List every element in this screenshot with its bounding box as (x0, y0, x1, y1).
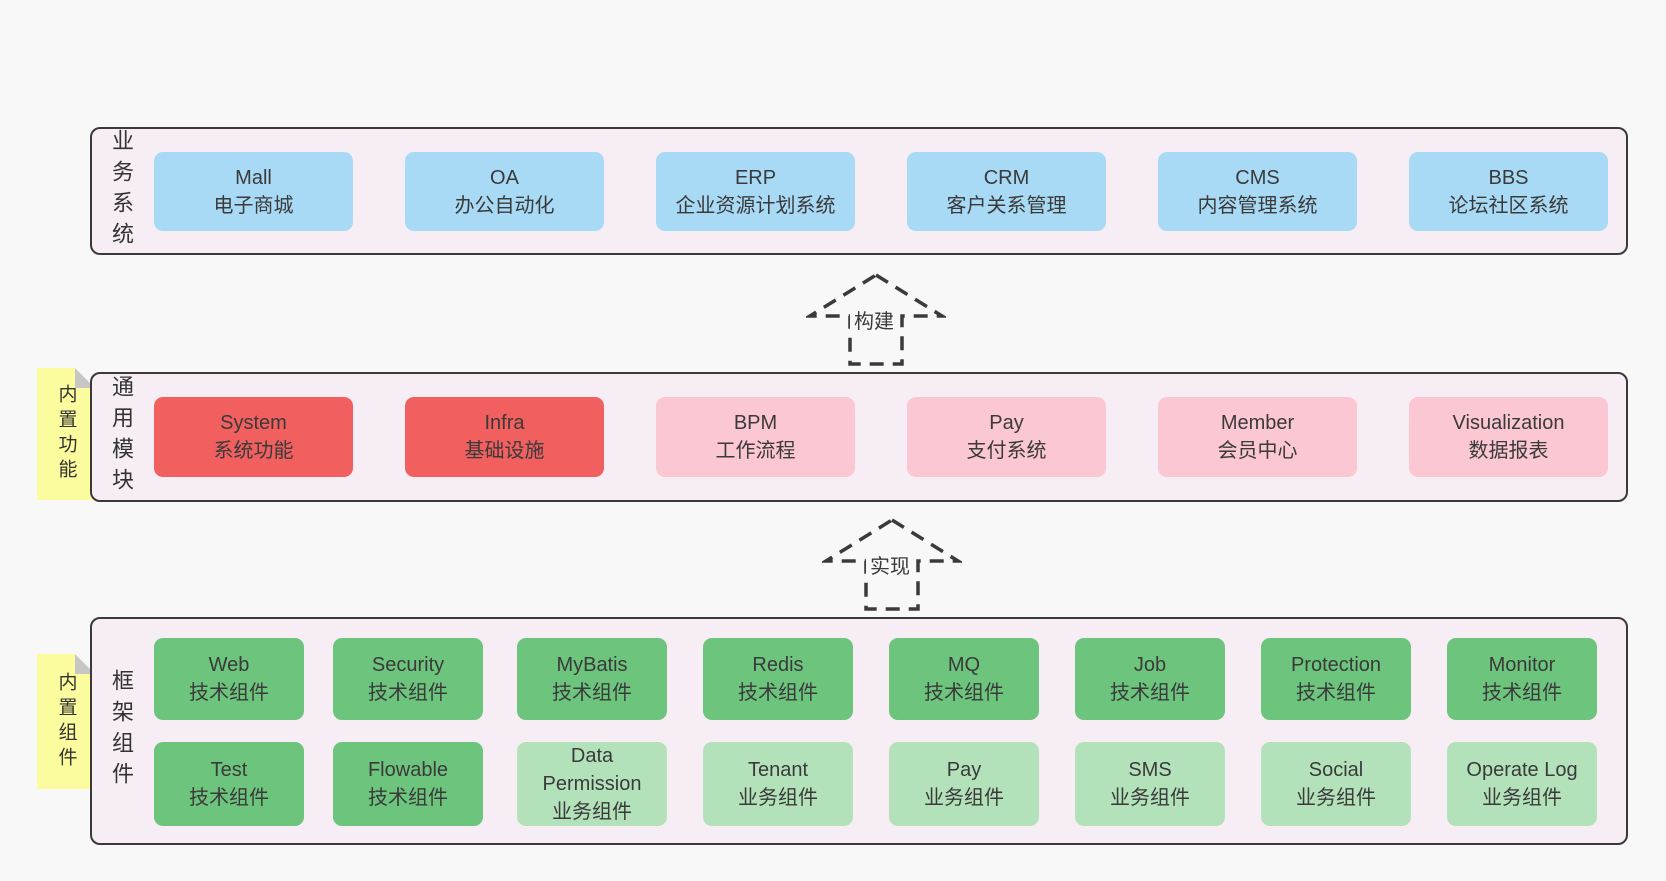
panel-title: 框架组件 (109, 669, 134, 793)
box-system: System 系统功能 (154, 397, 353, 477)
box-subtitle: 技术组件 (738, 682, 818, 704)
box-title: Tenant (747, 759, 809, 781)
note-label: 内置功能 (55, 384, 77, 484)
up-arrow-outline-icon (822, 517, 962, 611)
box-subtitle: 业务组件 (1482, 787, 1562, 809)
box-subtitle: 技术组件 (1296, 682, 1376, 704)
box-bbs: BBS 论坛社区系统 (1409, 152, 1608, 231)
box-title: ERP (734, 166, 777, 189)
box-subtitle: 系统功能 (213, 440, 294, 462)
box-monitor: Monitor 技术组件 (1447, 638, 1597, 720)
box-title: BPM (733, 412, 778, 434)
box-web: Web 技术组件 (154, 638, 304, 720)
box-subtitle: 业务组件 (738, 787, 818, 809)
builtin-components-note: 内置组件 (37, 654, 95, 789)
box-title: BBS (1488, 166, 1529, 189)
box-title: Visualization (1452, 412, 1565, 434)
box-subtitle: 技术组件 (1110, 682, 1190, 704)
box-subtitle: 会员中心 (1217, 440, 1298, 462)
box-title: System (220, 412, 287, 434)
box-title: Operate Log (1466, 759, 1578, 781)
up-arrow-outline-icon (806, 272, 946, 366)
box-data-permission: Data Permission 业务组件 (517, 742, 667, 826)
box-bpm: BPM 工作流程 (656, 397, 855, 477)
box-mybatis: MyBatis 技术组件 (517, 638, 667, 720)
box-tenant: Tenant 业务组件 (703, 742, 853, 826)
box-subtitle: 论坛社区系统 (1448, 194, 1569, 217)
box-test: Test 技术组件 (154, 742, 304, 826)
builtin-features-note: 内置功能 (37, 368, 95, 500)
box-security: Security 技术组件 (333, 638, 483, 720)
build-arrow: 构建 (806, 271, 946, 368)
box-subtitle: 技术组件 (924, 682, 1004, 704)
box-member: Member 会员中心 (1158, 397, 1357, 477)
box-title: Pay (989, 412, 1024, 434)
box-subtitle: 支付系统 (966, 440, 1047, 462)
box-title: Mall (235, 166, 272, 189)
box-title: OA (490, 166, 519, 189)
box-title: Redis (752, 654, 804, 676)
box-subtitle: 技术组件 (368, 682, 448, 704)
box-subtitle: 业务组件 (924, 787, 1004, 809)
box-redis: Redis 技术组件 (703, 638, 853, 720)
box-crm: CRM 客户关系管理 (907, 152, 1106, 231)
box-subtitle: 技术组件 (189, 682, 269, 704)
box-subtitle: 技术组件 (368, 787, 448, 809)
box-subtitle: 办公自动化 (454, 194, 555, 217)
box-title: Data Permission (542, 745, 642, 795)
box-subtitle: 工作流程 (715, 440, 796, 462)
box-infra: Infra 基础设施 (405, 397, 604, 477)
box-title: Web (208, 654, 250, 676)
box-title: Monitor (1488, 654, 1556, 676)
box-erp: ERP 企业资源计划系统 (656, 152, 855, 231)
box-title: CRM (983, 166, 1030, 189)
box-title: SMS (1128, 759, 1172, 781)
box-operate-log: Operate Log 业务组件 (1447, 742, 1597, 826)
box-title: Job (1133, 654, 1167, 676)
box-title: Protection (1290, 654, 1382, 676)
box-subtitle: 技术组件 (189, 787, 269, 809)
arrow-label: 构建 (850, 304, 898, 335)
box-mall: Mall 电子商城 (154, 152, 353, 231)
box-subtitle: 数据报表 (1468, 440, 1549, 462)
box-subtitle: 技术组件 (1482, 682, 1562, 704)
box-title: Pay (946, 759, 982, 781)
box-flowable: Flowable 技术组件 (333, 742, 483, 826)
box-title: Security (371, 654, 445, 676)
box-subtitle: 业务组件 (1110, 787, 1190, 809)
note-label: 内置组件 (55, 671, 77, 772)
box-protection: Protection 技术组件 (1261, 638, 1411, 720)
box-sms: SMS 业务组件 (1075, 742, 1225, 826)
panel-title: 通用模块 (109, 375, 134, 499)
box-oa: OA 办公自动化 (405, 152, 604, 231)
box-title: Infra (484, 412, 525, 434)
box-subtitle: 企业资源计划系统 (675, 194, 836, 217)
box-pay-module: Pay 支付系统 (907, 397, 1106, 477)
box-title: Social (1308, 759, 1364, 781)
box-subtitle: 电子商城 (213, 194, 294, 217)
box-visualization: Visualization 数据报表 (1409, 397, 1608, 477)
box-title: Flowable (367, 759, 449, 781)
box-title: MyBatis (556, 654, 628, 676)
box-title: Member (1220, 412, 1295, 434)
box-cms: CMS 内容管理系统 (1158, 152, 1357, 231)
box-subtitle: 技术组件 (552, 682, 632, 704)
box-pay-component: Pay 业务组件 (889, 742, 1039, 826)
box-job: Job 技术组件 (1075, 638, 1225, 720)
box-subtitle: 业务组件 (1296, 787, 1376, 809)
box-subtitle: 业务组件 (552, 801, 632, 823)
box-mq: MQ 技术组件 (889, 638, 1039, 720)
implement-arrow: 实现 (822, 516, 962, 613)
box-subtitle: 内容管理系统 (1197, 194, 1318, 217)
box-subtitle: 客户关系管理 (946, 194, 1067, 217)
box-subtitle: 基础设施 (464, 440, 545, 462)
box-social: Social 业务组件 (1261, 742, 1411, 826)
box-title: Test (210, 759, 248, 781)
box-title: MQ (947, 654, 981, 676)
box-title: CMS (1235, 166, 1280, 189)
arrow-label: 实现 (866, 549, 914, 580)
panel-title: 业务系统 (109, 129, 134, 253)
